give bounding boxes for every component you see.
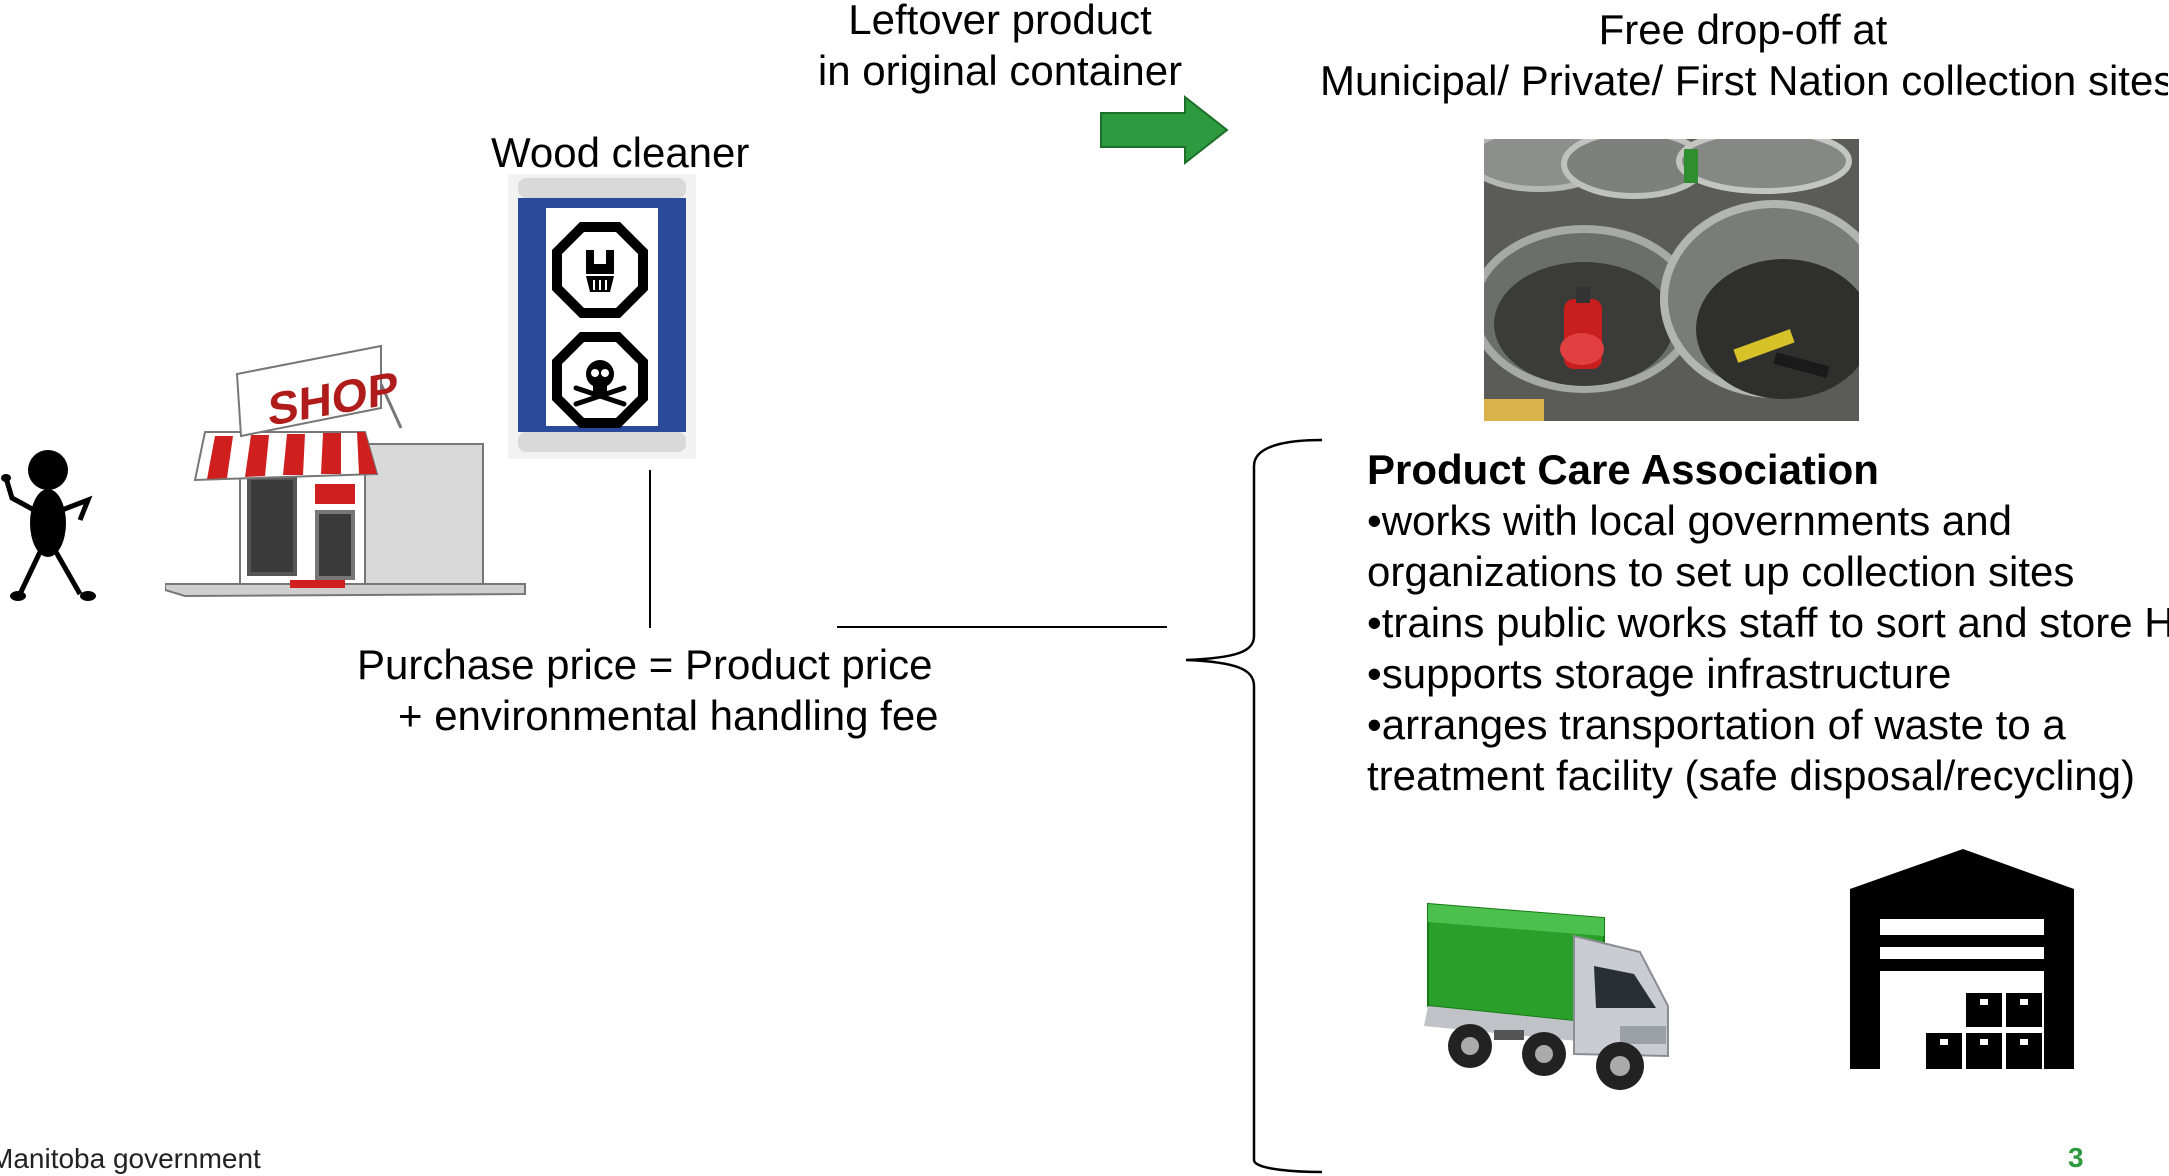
price-connector-line (837, 626, 1167, 628)
pca-bullet-line-1: •works with local governments and (1367, 497, 2012, 544)
shop-icon: SHOP (164, 344, 526, 598)
pca-block: Product Care Association •works with loc… (1367, 444, 2169, 801)
pca-title: Product Care Association (1367, 446, 1879, 493)
pca-brace (1185, 438, 1323, 1174)
leftover-label-line1: Leftover product (848, 0, 1152, 43)
pca-bullet-line-6: treatment facility (safe disposal/recycl… (1367, 752, 2135, 799)
pca-bullet-line-2: organizations to set up collection sites (1367, 548, 2075, 595)
pca-bullet-line-3: •trains public works staff to sort and s… (1367, 599, 2169, 646)
page-number: 3 (2068, 1142, 2084, 1173)
warehouse-icon (1850, 849, 2074, 1069)
pca-bullet-line-5: •arranges transportation of waste to a (1367, 701, 2066, 748)
dropoff-label-line2: Municipal/ Private/ First Nation collect… (1320, 57, 2168, 104)
footer-source: Manitoba government (0, 1143, 261, 1174)
collection-bins-photo (1484, 139, 1859, 421)
leftover-label: Leftover product in original container (800, 0, 1200, 96)
person-icon (1, 450, 96, 601)
dropoff-label: Free drop-off at Municipal/ Private/ Fir… (1318, 4, 2168, 106)
product-label: Wood cleaner (491, 129, 750, 176)
price-line2: + environmental handling fee (398, 692, 939, 739)
pca-bullet-line-4: •supports storage infrastructure (1367, 650, 1952, 697)
price-line1: Purchase price = Product price (357, 641, 933, 688)
collection-bins-image (1484, 139, 1859, 421)
flow-arrow-icon (1100, 94, 1229, 166)
wood-cleaner-can-icon (508, 174, 696, 459)
can-connector-line (649, 470, 651, 628)
truck-icon (1424, 902, 1669, 1090)
shop-illustration: SHOP (164, 344, 530, 629)
leftover-label-line2: in original container (817, 47, 1183, 94)
dropoff-label-line1: Free drop-off at (1598, 6, 1888, 53)
